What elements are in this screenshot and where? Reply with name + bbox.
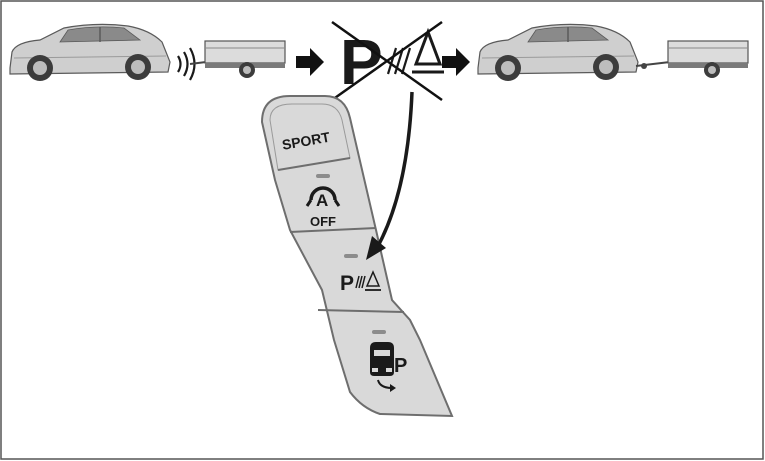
hatchback-car-icon [477,23,639,81]
parking-distance-warning-button[interactable]: P [340,254,381,295]
parking-distance-warning-icon: P [340,270,381,295]
trailer-icon [635,40,749,78]
cross-out-line-2 [331,20,443,102]
car-with-trailer-silent [477,23,749,81]
panel-divider [317,309,405,313]
status-indicator-light [372,330,386,334]
panel-divider [277,157,351,171]
off-label: OFF [310,214,336,229]
trailer-icon [189,40,286,78]
parking-assist-button[interactable]: P [370,330,407,392]
auto-hold-glyph: A [316,191,328,210]
right-arrow-icon [442,48,470,76]
press-indicator-arrow [366,91,414,260]
parking-letter-p: P [340,26,383,98]
panel-divider [289,227,377,233]
car-with-trailer-beeping [9,23,286,81]
console-button-panel: SPORT A OFF P [260,95,454,418]
obstacle-triangle-icon [412,27,444,74]
status-indicator-light [316,174,330,178]
sensor-waves-icon [386,47,412,75]
parking-distance-warning-crossed-out-icon: P [331,20,444,102]
parking-assist-letter: P [394,355,407,377]
right-arrow-icon [296,48,324,76]
status-indicator-light [344,254,358,258]
auto-hold-off-button[interactable]: A OFF [305,174,341,229]
hatchback-car-icon [9,23,171,81]
parking-letter-p: P [340,272,354,295]
auto-hold-off-icon: A [305,186,341,210]
parking-assist-icon: P [370,342,407,392]
